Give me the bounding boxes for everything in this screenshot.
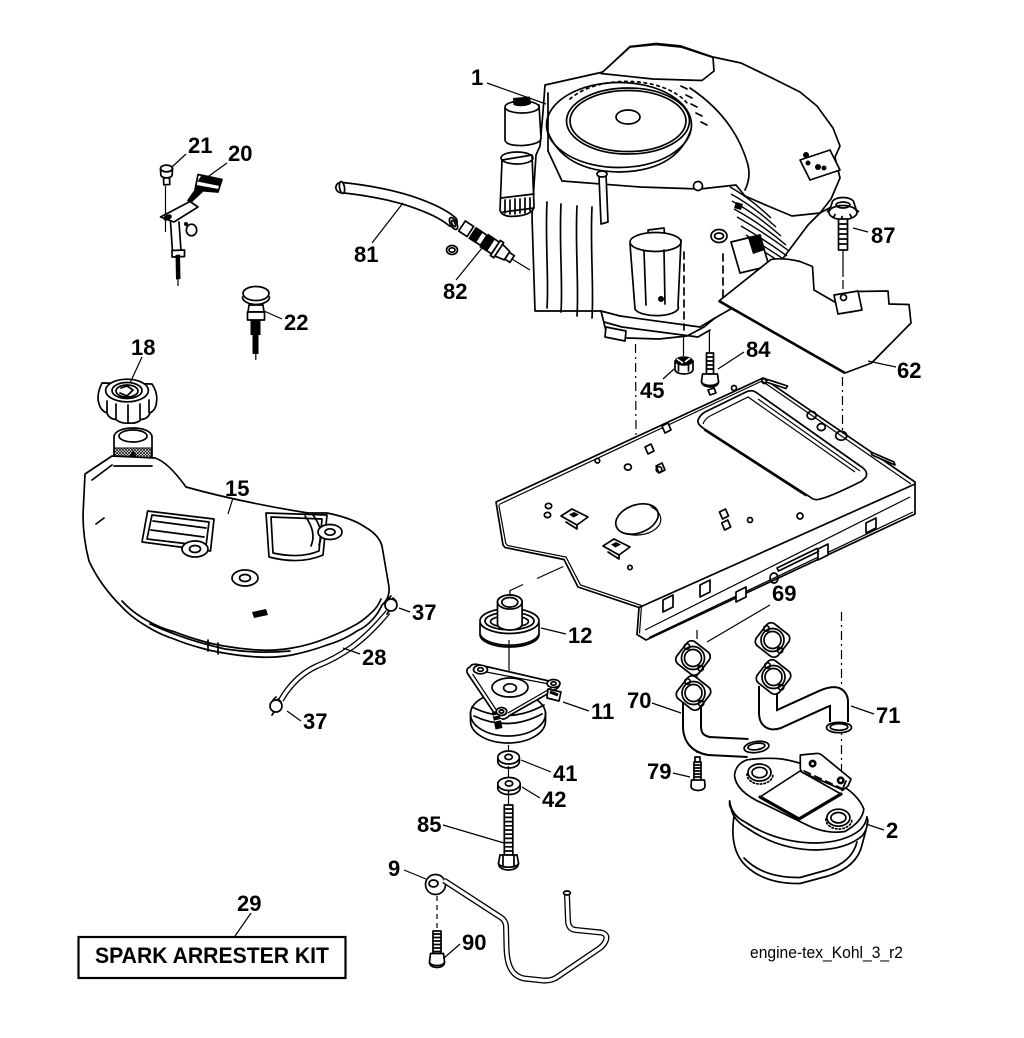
svg-text:37: 37 <box>412 600 436 625</box>
svg-text:12: 12 <box>568 623 592 648</box>
svg-text:85: 85 <box>417 812 441 837</box>
svg-text:21: 21 <box>188 133 212 158</box>
svg-text:90: 90 <box>462 930 486 955</box>
svg-text:37: 37 <box>303 709 327 734</box>
svg-text:1: 1 <box>471 65 483 90</box>
svg-text:29: 29 <box>237 891 261 916</box>
svg-text:18: 18 <box>131 335 155 360</box>
svg-text:41: 41 <box>553 761 577 786</box>
svg-text:87: 87 <box>871 223 895 248</box>
svg-text:79: 79 <box>647 759 671 784</box>
svg-text:2: 2 <box>886 818 898 843</box>
svg-text:82: 82 <box>443 279 467 304</box>
svg-text:71: 71 <box>876 703 900 728</box>
svg-text:69: 69 <box>772 581 796 606</box>
svg-text:20: 20 <box>228 141 252 166</box>
svg-text:70: 70 <box>627 688 651 713</box>
svg-text:9: 9 <box>388 856 400 881</box>
svg-text:28: 28 <box>362 645 386 670</box>
svg-text:22: 22 <box>284 310 308 335</box>
svg-text:11: 11 <box>591 699 614 724</box>
svg-text:45: 45 <box>640 378 664 403</box>
svg-text:SPARK ARRESTER KIT: SPARK ARRESTER KIT <box>95 943 330 968</box>
svg-text:62: 62 <box>897 358 921 383</box>
svg-text:81: 81 <box>354 242 378 267</box>
svg-text:42: 42 <box>542 787 566 812</box>
svg-text:engine-tex_Kohl_3_r2: engine-tex_Kohl_3_r2 <box>750 943 903 962</box>
svg-text:15: 15 <box>225 476 249 501</box>
svg-text:84: 84 <box>746 337 771 362</box>
